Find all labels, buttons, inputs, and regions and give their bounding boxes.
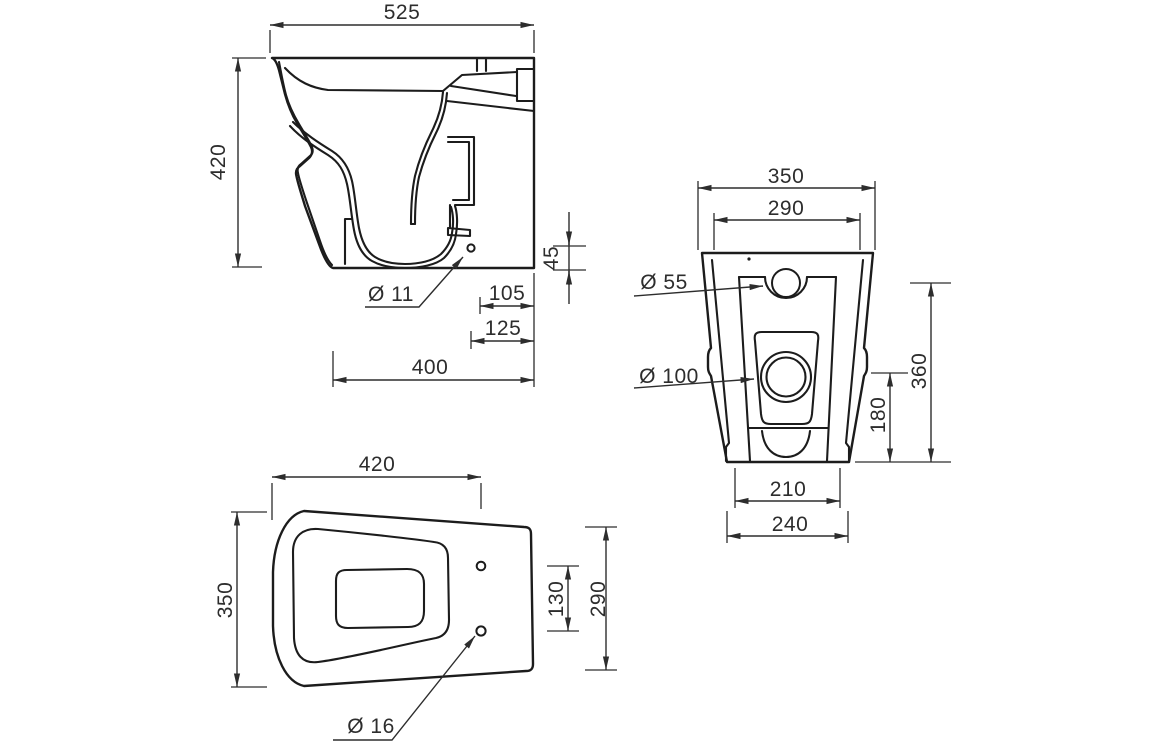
dim-label-125: 125 bbox=[485, 317, 522, 340]
leader-dia-16 bbox=[333, 635, 476, 741]
dim-label-45: 45 bbox=[540, 246, 563, 270]
dim-label-290-rear: 290 bbox=[768, 197, 805, 220]
foot-inner-line bbox=[343, 217, 354, 266]
rim-line bbox=[283, 66, 445, 93]
side-fixing-hole bbox=[466, 243, 476, 253]
inlet-funnel-top bbox=[441, 70, 519, 93]
dim-label-400: 400 bbox=[412, 356, 449, 379]
plan-outline bbox=[271, 509, 535, 688]
dim-label-105: 105 bbox=[489, 282, 526, 305]
bowl-outer-line bbox=[288, 124, 459, 270]
plan-bowl-opening bbox=[334, 567, 426, 630]
label-dia-55: Ø 55 bbox=[640, 271, 688, 294]
plan-fixing-hole-bottom bbox=[475, 625, 487, 637]
outlet-hole-outer bbox=[759, 350, 813, 404]
label-dia-100: Ø 100 bbox=[639, 365, 699, 388]
dim-label-240: 240 bbox=[772, 513, 809, 536]
outlet-bracket-outer bbox=[446, 135, 476, 207]
plan-fixing-hole-top bbox=[475, 560, 487, 572]
outlet-hole-inner bbox=[765, 356, 807, 398]
dim-label-420-plan: 420 bbox=[359, 453, 396, 476]
leader-dia-100 bbox=[633, 376, 755, 389]
side-section-view: 525 420 45 Ø 11 105 125 400 bbox=[207, 1, 586, 387]
leader-dia-11 bbox=[365, 256, 464, 308]
trap-dip-line-b bbox=[413, 91, 449, 226]
outlet-stub bbox=[446, 203, 472, 238]
side-wall-inner-line bbox=[277, 60, 334, 267]
side-outline bbox=[270, 56, 536, 270]
dim-label-180: 180 bbox=[867, 397, 890, 434]
plan-view: 420 350 130 290 Ø 16 bbox=[214, 453, 617, 741]
spud-box bbox=[515, 67, 536, 103]
bowl-inner-line bbox=[291, 120, 455, 266]
outlet-bracket-inner bbox=[446, 140, 471, 202]
rear-inner-left bbox=[710, 258, 731, 463]
base-arch bbox=[760, 429, 812, 459]
label-dia-16: Ø 16 bbox=[347, 715, 395, 738]
panel-side-left bbox=[737, 275, 752, 463]
inlet-funnel-bottom bbox=[449, 84, 518, 98]
center-dot bbox=[747, 257, 751, 261]
dim-label-290-plan: 290 bbox=[587, 581, 610, 618]
panel-side-right bbox=[825, 275, 838, 463]
dim-label-350-plan: 350 bbox=[214, 582, 237, 619]
dim-label-525: 525 bbox=[384, 1, 421, 24]
seat-hole-section bbox=[475, 56, 488, 73]
rear-view: 350 290 Ø 55 Ø 100 360 180 210 240 bbox=[633, 165, 951, 543]
outlet-pod bbox=[753, 330, 820, 426]
rear-inner-right bbox=[844, 258, 865, 463]
inlet-hole bbox=[771, 268, 801, 298]
dim-label-360: 360 bbox=[908, 353, 931, 390]
inlet-channel-line bbox=[445, 99, 536, 113]
label-dia-11: Ø 11 bbox=[368, 283, 414, 306]
trap-dip-line-a bbox=[409, 90, 445, 226]
dim-label-210: 210 bbox=[770, 478, 807, 501]
plan-rim-line bbox=[291, 527, 451, 664]
dim-label-420-side: 420 bbox=[207, 144, 230, 181]
dim-label-130: 130 bbox=[545, 581, 568, 618]
leader-dia-55 bbox=[633, 283, 764, 297]
dim-label-350-rear: 350 bbox=[768, 165, 805, 188]
